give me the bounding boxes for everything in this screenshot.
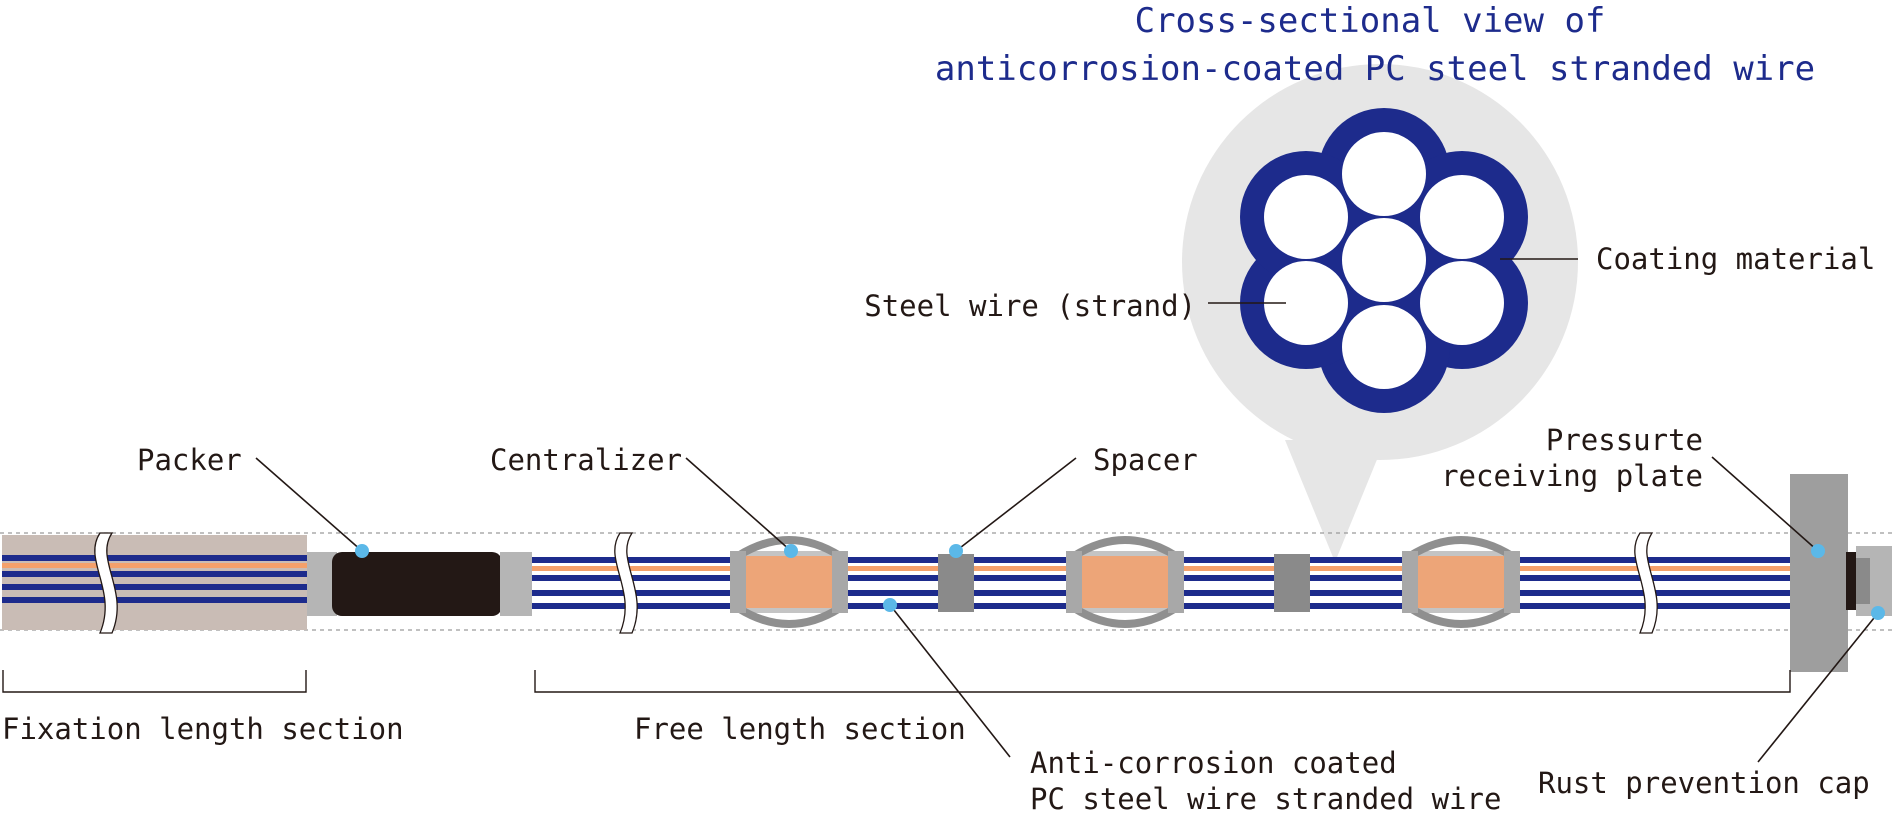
label-pressure-plate-1: Pressurte — [1546, 423, 1703, 457]
label-fixation-length: Fixation length section — [2, 712, 404, 746]
fixation-grout-body — [2, 535, 307, 630]
free-length-bracket — [534, 670, 1791, 693]
coated-strand-cross-section — [1240, 108, 1528, 413]
title-line-2: anticorrosion-coated PC steel stranded w… — [935, 49, 1815, 89]
packer — [307, 552, 532, 616]
label-rust-cap: Rust prevention cap — [1538, 766, 1870, 800]
leader-lines — [255, 258, 1879, 763]
centralizer-1 — [730, 536, 848, 628]
label-free-length: Free length section — [634, 712, 966, 746]
borehole-outline — [0, 532, 1895, 631]
label-coating-material: Coating material — [1596, 242, 1875, 276]
label-anti-corrosion-1: Anti-corrosion coated — [1030, 746, 1397, 780]
callout-pointer — [1285, 440, 1385, 562]
label-steel-wire: Steel wire (strand) — [864, 289, 1196, 323]
marker-dots — [355, 544, 1885, 620]
label-packer: Packer — [137, 443, 242, 477]
spacer-1 — [938, 554, 974, 612]
fixation-length-bracket — [2, 670, 307, 693]
label-anti-corrosion-2: PC steel wire stranded wire — [1030, 782, 1501, 816]
label-pressure-plate-2: receiving plate — [1441, 459, 1703, 493]
title-line-1: Cross-sectional view of — [1135, 1, 1606, 41]
centralizer-3 — [1402, 536, 1520, 628]
break-symbols — [94, 532, 1658, 634]
cross-section-callout — [1182, 64, 1578, 562]
label-centralizer: Centralizer — [490, 443, 682, 477]
centralizer-2 — [1066, 536, 1184, 628]
rust-prevention-cap — [1846, 546, 1892, 616]
steel-wire-strands — [1264, 132, 1504, 389]
pressure-receiving-plate — [1790, 474, 1848, 672]
spacer-2 — [1274, 554, 1310, 612]
label-spacer: Spacer — [1093, 443, 1198, 477]
